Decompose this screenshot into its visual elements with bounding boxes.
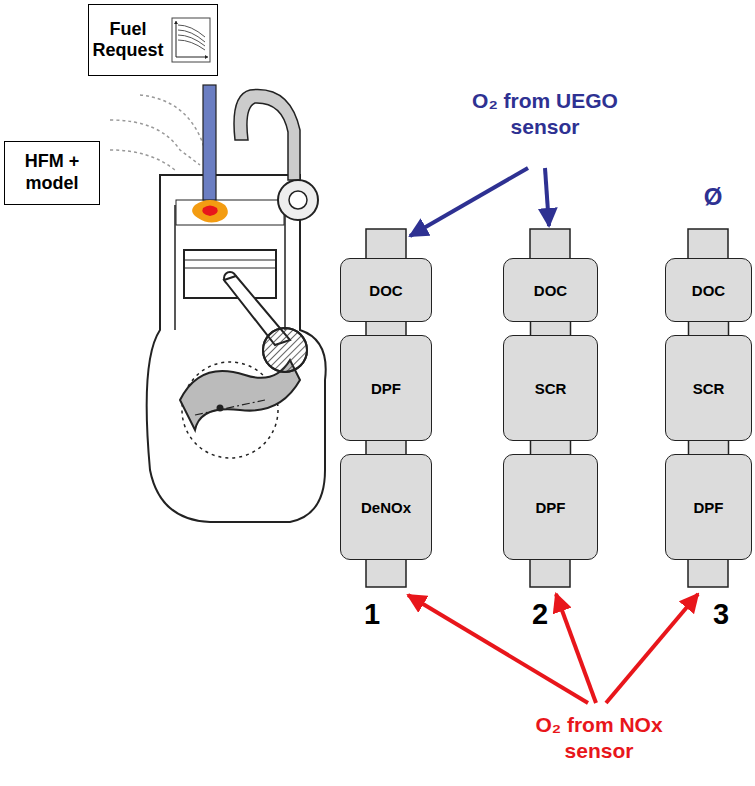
brick-label: DOC xyxy=(369,282,402,299)
sensor-label: O₂ from NOx sensor xyxy=(533,712,665,765)
catalyst-brick: DOC xyxy=(665,258,752,322)
callout-number: 2 xyxy=(525,596,555,632)
brick-label: SCR xyxy=(535,380,567,397)
catalyst-brick: DPF xyxy=(503,454,598,560)
catalyst-brick: DOC xyxy=(503,258,598,322)
callout-number: 1 xyxy=(357,596,387,632)
catalyst-brick: DeNOx xyxy=(340,454,432,560)
input-box: HFM + model xyxy=(4,141,100,205)
catalyst-brick: DPF xyxy=(665,454,752,560)
catalyst-brick: DPF xyxy=(340,335,432,441)
box-label: HFM + model xyxy=(5,151,99,194)
no-sensor-mark: Ø xyxy=(693,182,733,212)
catalyst-brick: DOC xyxy=(340,258,432,322)
brick-label: DPF xyxy=(371,380,401,397)
input-box: Fuel Request xyxy=(88,4,218,76)
sensor-label: O₂ from UEGO sensor xyxy=(445,88,645,141)
brick-label: DPF xyxy=(694,499,724,516)
brick-label: DeNOx xyxy=(361,499,411,516)
brick-label: DOC xyxy=(692,282,725,299)
map-icon xyxy=(171,17,211,63)
brick-label: DPF xyxy=(536,499,566,516)
catalyst-brick: SCR xyxy=(665,335,752,441)
brick-label: SCR xyxy=(693,380,725,397)
catalyst-brick: SCR xyxy=(503,335,598,441)
intake-and-exhaust xyxy=(110,85,318,223)
engine-block xyxy=(147,175,326,522)
box-label: Fuel Request xyxy=(91,19,165,60)
sensor-arrows xyxy=(408,168,698,703)
brick-label: DOC xyxy=(534,282,567,299)
callout-number: 3 xyxy=(706,596,736,632)
